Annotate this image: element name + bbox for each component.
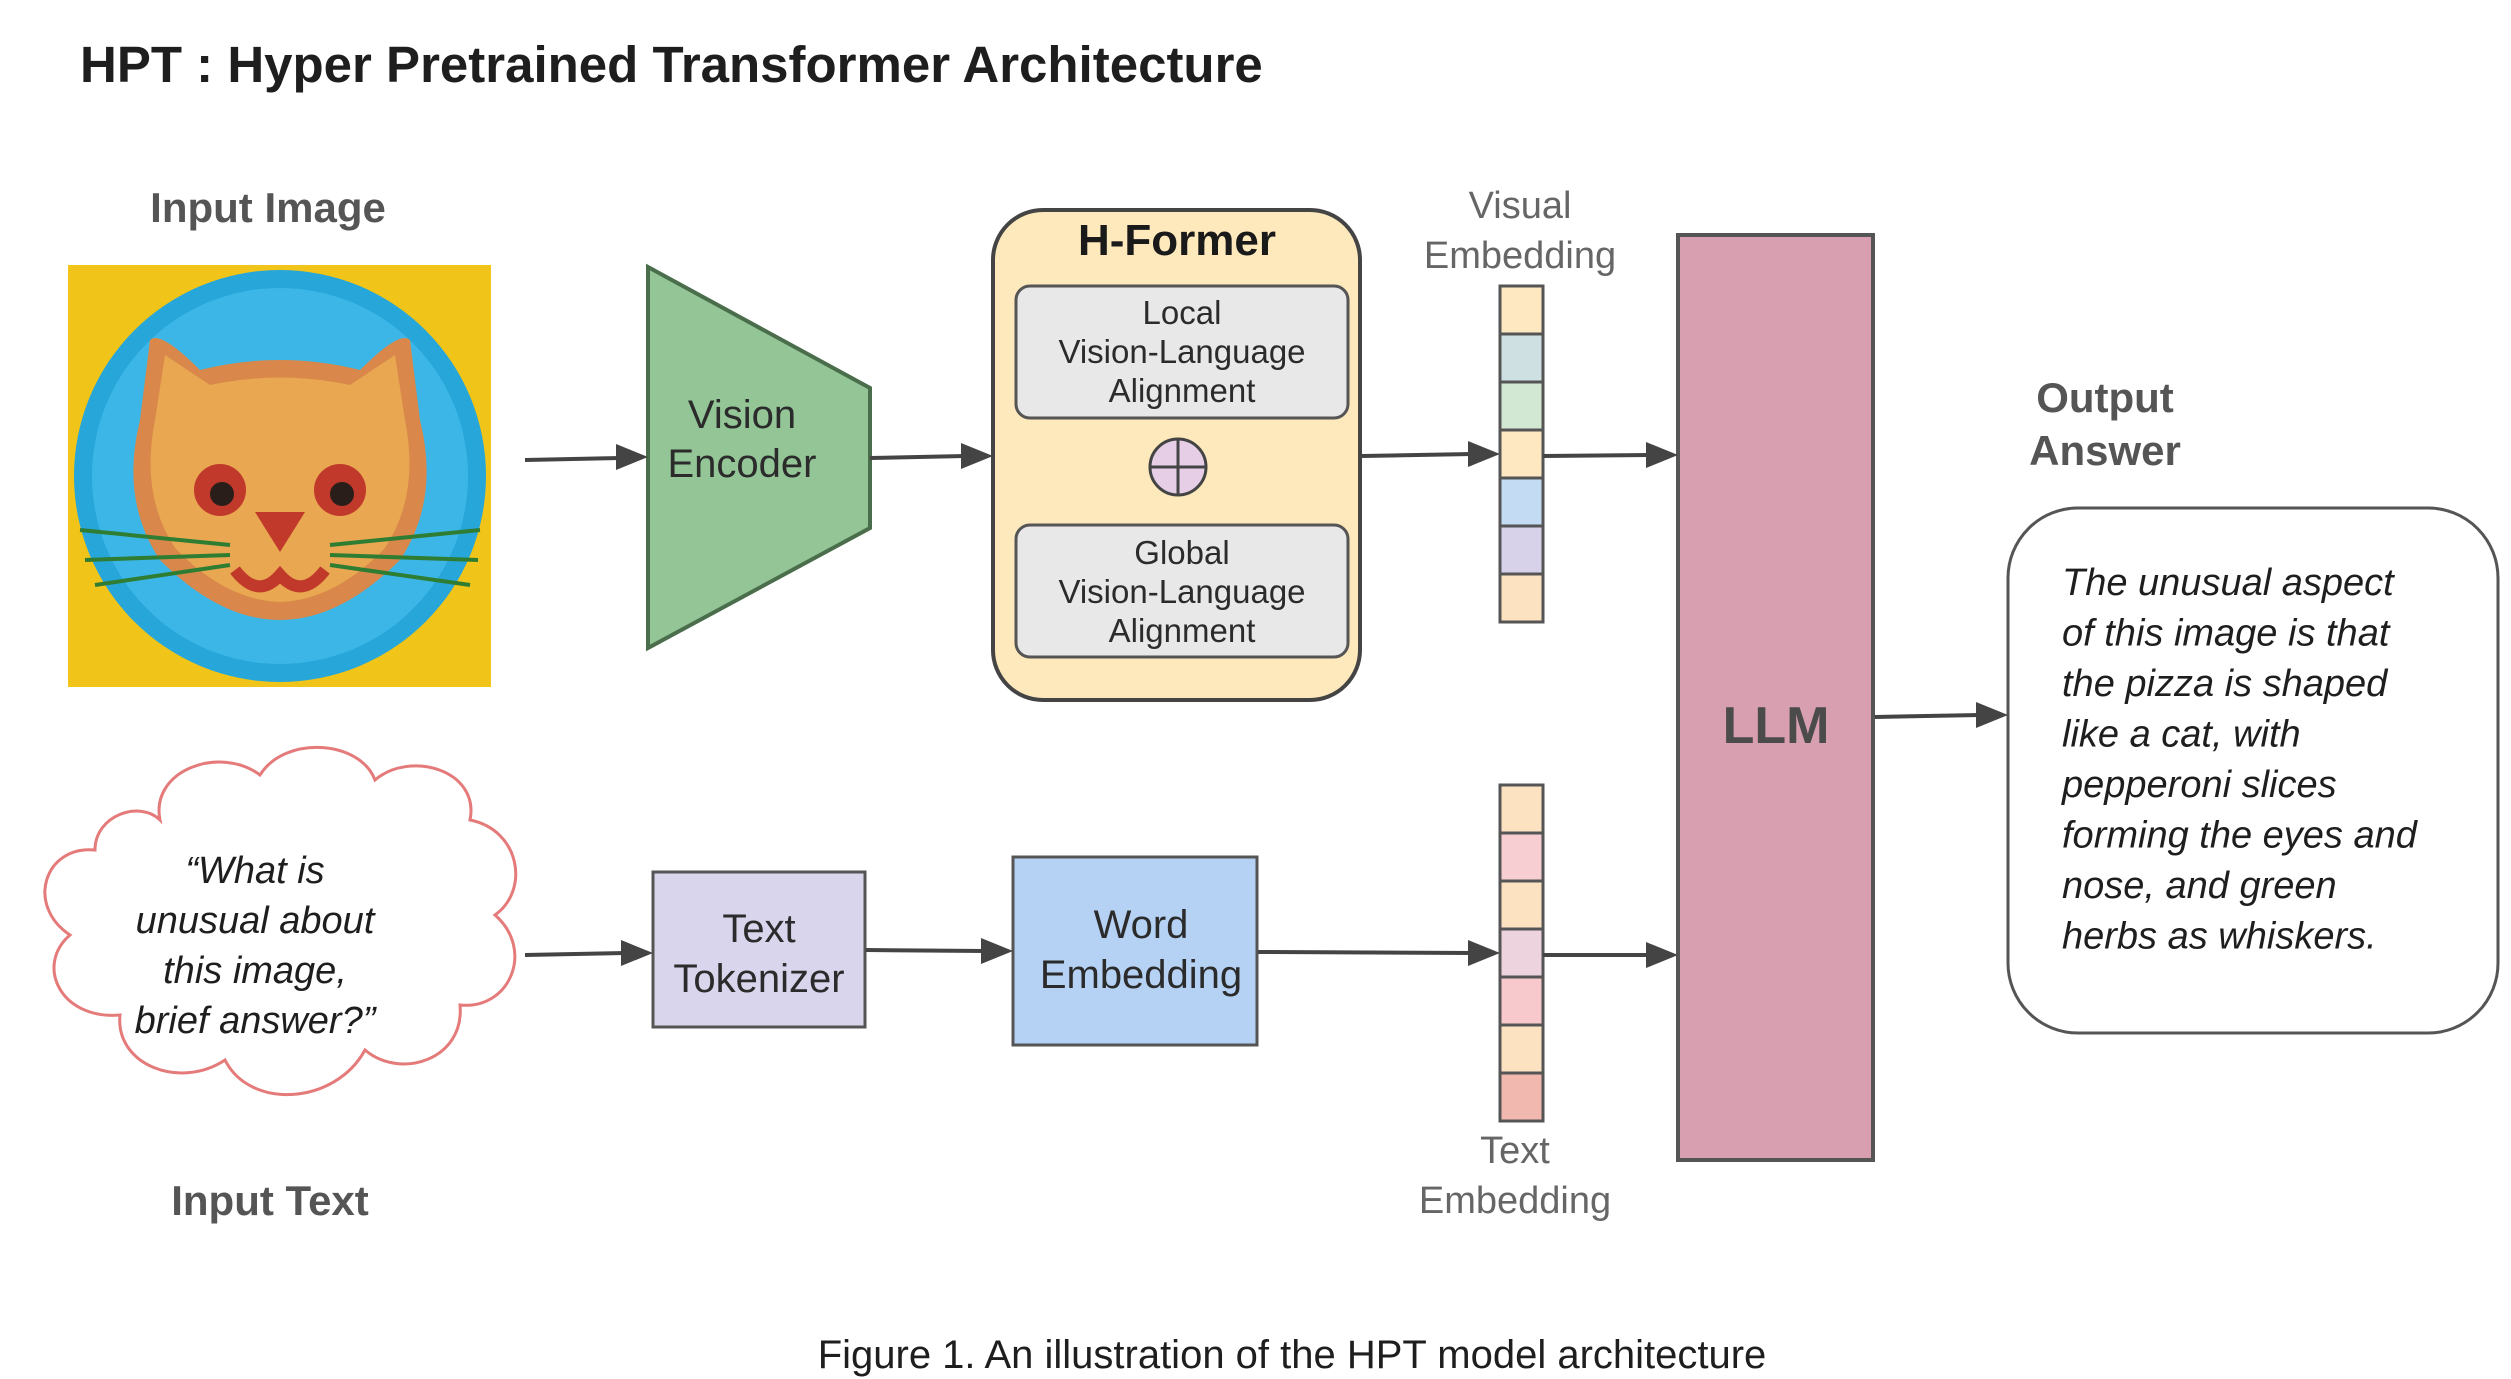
visual-embedding-label-line1: Visual (1469, 185, 1572, 227)
visual-embedding-cell (1498, 428, 1545, 480)
output-answer-text: The unusual aspect of this image is that t… (2061, 562, 2419, 958)
visual-embedding-stack (1498, 284, 1545, 624)
arrowhead-text-embedding-to-llm (1646, 942, 1678, 968)
text-embedding-cell (1498, 831, 1545, 883)
figure-caption: Figure 1. An illustration of the HPT mod… (818, 1333, 1767, 1377)
text-embedding-cell (1498, 975, 1545, 1027)
text-embedding-label-line1: Text (1480, 1130, 1550, 1172)
output-answer-box (2006, 506, 2500, 1035)
output-label-line2: Answer (2029, 427, 2181, 474)
word-embedding-block (1011, 855, 1259, 1047)
llm-label: LLM (1723, 697, 1830, 755)
llm-block (1676, 233, 1875, 1162)
text-embedding-cell (1498, 1071, 1545, 1123)
arrow-llm-to-output (1874, 713, 1981, 719)
input-text-cloud (43, 745, 518, 1097)
output-answer-line: like a cat, with (2062, 714, 2301, 756)
text-embedding-cell (1498, 1023, 1545, 1075)
output-answer-line: the pizza is shaped (2062, 663, 2389, 705)
output-label-line1: Output (2036, 374, 2174, 421)
text-tokenizer-line1: Text (722, 907, 795, 951)
global-alignment-line1: Global (1134, 534, 1229, 571)
output-answer-line: of this image is that (2062, 613, 2391, 655)
text-embedding-cell (1498, 783, 1545, 835)
arrow-encoder-to-hformer (869, 454, 966, 460)
text-embedding-stack (1498, 783, 1545, 1123)
visual-embedding-cell (1498, 284, 1545, 336)
arrowhead-llm-to-output (1976, 702, 2008, 728)
output-answer-line: nose, and green (2062, 865, 2337, 907)
vision-encoder-label-line2: Encoder (668, 442, 817, 486)
text-tokenizer-line2: Tokenizer (673, 957, 844, 1001)
arrowhead-image-to-encoder (616, 444, 648, 470)
h-former-title: H-Former (1078, 216, 1276, 265)
diagram-title: HPT : Hyper Pretrained Transformer Archi… (80, 36, 1263, 93)
word-embedding-line2: Embedding (1040, 953, 1242, 997)
arrowhead-text-to-tokenizer (621, 940, 653, 966)
output-answer-line: The unusual aspect (2062, 562, 2395, 604)
global-alignment-box (1014, 523, 1350, 659)
input-image-label: Input Image (150, 184, 386, 231)
visual-embedding-cell (1498, 332, 1545, 384)
input-text-line1: “What is (185, 850, 324, 892)
local-alignment-line1: Local (1143, 294, 1222, 331)
output-answer-line: herbs as whiskers. (2062, 916, 2377, 958)
arrowhead-tokenizer-to-word-embedding (981, 938, 1013, 964)
arrowhead-visual-embedding-to-llm (1646, 442, 1678, 468)
local-alignment-line3: Alignment (1109, 372, 1256, 409)
arrow-tokenizer-to-word-embedding (865, 948, 986, 953)
arrow-visual-embedding-to-llm (1542, 453, 1651, 458)
arrowhead-word-embedding-to-text-embedding (1468, 940, 1500, 966)
arrow-image-to-encoder (524, 456, 621, 462)
text-embedding-cell (1498, 879, 1545, 931)
vision-encoder-label-line1: Vision (688, 393, 796, 437)
arrow-hformer-to-visual-embedding (1361, 452, 1473, 458)
input-text-line3: this image, (163, 950, 347, 992)
text-tokenizer-block (651, 870, 867, 1029)
arrow-text-to-tokenizer (524, 951, 626, 957)
arrowhead-encoder-to-hformer (961, 443, 993, 469)
visual-embedding-cell (1498, 524, 1545, 576)
connection-arrows (524, 441, 2008, 968)
plus-circle-icon (1148, 437, 1208, 497)
local-alignment-line2: Vision-Language (1058, 333, 1305, 370)
visual-embedding-cell (1498, 380, 1545, 432)
visual-embedding-cell (1498, 476, 1545, 528)
output-answer-line: pepperoni slices (2061, 764, 2337, 806)
visual-embedding-cell (1498, 572, 1545, 624)
local-alignment-box (1014, 284, 1350, 420)
input-text-label: Input Text (171, 1177, 369, 1224)
visual-embedding-label-line2: Embedding (1424, 235, 1616, 277)
global-alignment-line3: Alignment (1109, 612, 1256, 649)
arrowhead-hformer-to-visual-embedding (1468, 441, 1500, 467)
text-embedding-label-line2: Embedding (1419, 1180, 1611, 1222)
input-text-line4: brief answer?” (135, 1000, 378, 1042)
input-image (68, 265, 491, 687)
global-alignment-line2: Vision-Language (1058, 573, 1305, 610)
output-answer-line: forming the eyes and (2062, 815, 2419, 857)
text-embedding-cell (1498, 927, 1545, 979)
word-embedding-line1: Word (1094, 903, 1189, 947)
vision-encoder-block (646, 263, 872, 652)
input-text-line2: unusual about (136, 900, 376, 942)
arrow-word-embedding-to-text-embedding (1257, 950, 1473, 955)
